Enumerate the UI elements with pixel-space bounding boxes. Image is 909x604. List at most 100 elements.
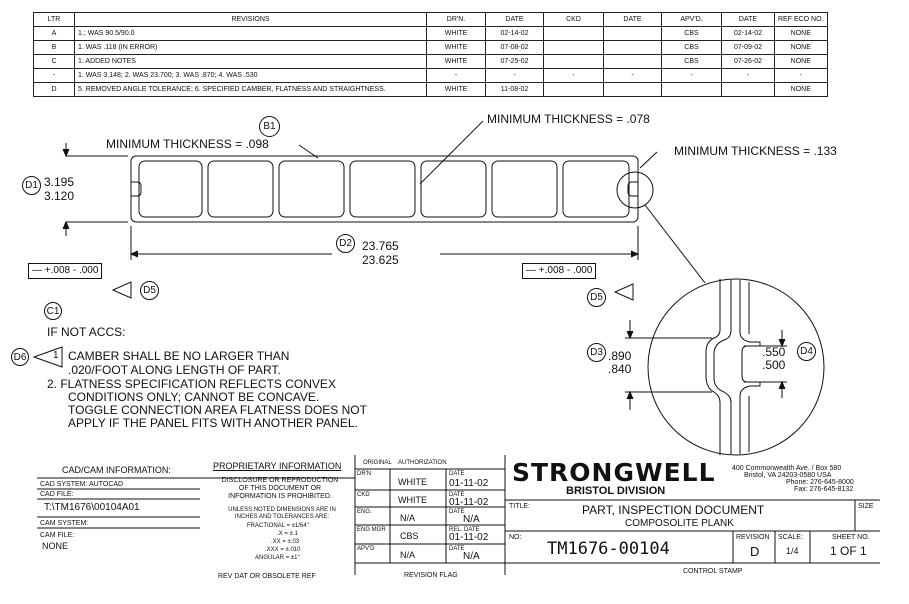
cadcam-header: CAD/CAM INFORMATION: xyxy=(62,465,171,475)
balloon-b1-text: B1 xyxy=(263,121,276,132)
date-label-3: DATE xyxy=(449,509,465,515)
detail-leader xyxy=(644,204,706,284)
date-label-5: DATE xyxy=(449,546,465,552)
balloon-d4: D4 xyxy=(797,342,816,361)
width-min-label: 23.625 xyxy=(362,253,399,267)
tolerance-xx: .XX = ±.03 xyxy=(271,539,300,545)
balloon-d5-left: D5 xyxy=(140,281,159,300)
balloon-b1: B1 xyxy=(259,116,280,137)
detail-circle xyxy=(647,278,825,456)
rev-dat-label: REV DAT OR OBSOLETE REF xyxy=(218,573,316,580)
note-1-number: 1 xyxy=(53,350,59,361)
cam-file-label: CAM FILE: xyxy=(40,532,75,539)
min-thickness-098-label: MINIMUM THICKNESS = .098 xyxy=(106,137,269,151)
eng-label: ENG. xyxy=(357,509,372,515)
flatness-control-frame-left: — +.008 - .000 xyxy=(28,263,103,279)
min-thickness-133-label: MINIMUM THICKNESS = .133 xyxy=(674,144,837,158)
balloon-d1: D1 xyxy=(22,176,41,195)
sheet-label: SHEET NO. xyxy=(832,534,870,541)
authorization-header: AUTHORIZATION xyxy=(398,460,447,466)
ckd-value: WHITE xyxy=(398,495,427,505)
revision-value: D xyxy=(750,544,760,559)
detail-tongue xyxy=(739,280,761,454)
revision-label: REVISION xyxy=(736,534,770,541)
gap-max-label: .890 xyxy=(608,349,632,363)
original-header: ORIGINAL xyxy=(363,460,392,466)
cad-file-value: T:\TM1676\00104A01 xyxy=(44,502,140,513)
date-value-1: 01-11-02 xyxy=(449,478,489,489)
number-label: NO: xyxy=(509,534,522,541)
table-cell: NONE xyxy=(774,82,828,97)
scale-value: 1/4 xyxy=(786,546,799,556)
cad-system: CAD SYSTEM: AUTOCAD xyxy=(40,481,124,488)
ckd-label: CKD xyxy=(357,492,370,498)
height-min-label: 3.120 xyxy=(44,189,75,203)
title-label: TITLE: xyxy=(509,503,531,510)
note-1-line-2: .020/FOOT ALONG LENGTH OF PART. xyxy=(68,363,281,377)
flatness-tol-right: +.008 - .000 xyxy=(538,265,593,276)
right-connector xyxy=(627,181,638,197)
eng-value: N/A xyxy=(400,513,416,523)
date-label-1: DATE xyxy=(449,471,465,477)
table-row: C 1. ADDED NOTES WHITE 07-25-02 CBS 07-2… xyxy=(33,54,828,69)
balloon-d1-text: D1 xyxy=(25,180,38,191)
balloon-d3-text: D3 xyxy=(590,347,603,358)
rel-date-label: REL. DATE xyxy=(449,527,480,533)
revision-header-row: LTR REVISIONS DR'N. DATE CKD DATE APV'D.… xyxy=(33,12,828,27)
balloon-d5-left-text: D5 xyxy=(143,285,156,296)
drn-value: WHITE xyxy=(398,477,427,487)
company-logo: STRONGWELL xyxy=(512,458,716,487)
date-value-3: N/A xyxy=(463,514,480,525)
address-line-2: Bristol, VA 24203-0580 USA xyxy=(744,472,832,479)
note-2-line-4: APPLY IF THE PANEL FITS WITH ANOTHER PAN… xyxy=(68,416,358,430)
tolerance-x: .X = ±.1 xyxy=(277,531,298,537)
tongue-max-label: .550 xyxy=(762,345,786,359)
detail-wall-left xyxy=(705,279,721,455)
tongue-min-label: .500 xyxy=(762,358,786,372)
revision-table: LTR REVISIONS DR'N. DATE CKD DATE APV'D.… xyxy=(33,12,828,97)
table-cell xyxy=(721,82,775,97)
date-label-2: DATE xyxy=(449,492,465,498)
height-max-label: 3.195 xyxy=(44,175,75,189)
tolerance-angular: ANGULAR = ±1° xyxy=(255,555,300,561)
balloon-c1-text: C1 xyxy=(46,305,60,317)
balloon-d5-right-text: D5 xyxy=(590,292,603,303)
title-line-1: PART, INSPECTION DOCUMENT xyxy=(582,503,765,517)
table-row: D 5. REMOVED ANGLE TOLERANCE; 6. SPECIFI… xyxy=(33,82,828,97)
detail-reference-circle xyxy=(616,171,654,209)
title-line-2: COMPOSOLITE PLANK xyxy=(625,518,734,529)
proprietary-header: PROPRIETARY INFORMATION xyxy=(213,461,342,471)
balloon-c1: C1 xyxy=(44,302,62,320)
proprietary-line-3: INFORMATION IS PROHIBITED. xyxy=(228,493,332,500)
division-label: BRISTOL DIVISION xyxy=(566,485,666,497)
tolerance-line-1: UNLESS NOTED DIMENSIONS ARE IN xyxy=(228,507,336,513)
date-value-4: 01-11-02 xyxy=(449,532,489,543)
scale-label: SCALE: xyxy=(778,534,803,541)
document-number: TM1676-00104 xyxy=(547,539,670,559)
address-line-1: 400 Commonwealth Ave. / Box 580 xyxy=(732,465,842,472)
phone-label: Phone: 276-645-8000 xyxy=(786,479,854,486)
flatness-control-frame-right: — +.008 - .000 xyxy=(522,263,597,279)
tolerance-fractional: FRACTIONAL = ±1/64" xyxy=(247,523,309,529)
notes-header: IF NOT ACCS: xyxy=(47,325,126,339)
cam-file-value: NONE xyxy=(42,541,69,551)
sheet-value: 1 OF 1 xyxy=(830,544,867,558)
control-stamp-label: CONTROL STAMP xyxy=(683,568,743,575)
detail-wall-inner xyxy=(713,280,732,454)
proprietary-line-1: DISCLOSURE OR REPRODUCTION xyxy=(221,477,339,484)
apvd-value: N/A xyxy=(400,550,416,560)
note-2-line-3: TOGGLE CONNECTION AREA FLATNESS DOES NOT xyxy=(68,403,367,417)
triangle-flag-left-icon xyxy=(111,281,132,299)
note-1-line-1: CAMBER SHALL BE NO LARGER THAN xyxy=(68,349,290,363)
balloon-d4-text: D4 xyxy=(800,346,813,357)
size-label: SIZE xyxy=(858,503,874,510)
balloon-d5-right: D5 xyxy=(587,288,606,307)
revision-flag-label: REVISION FLAG xyxy=(404,572,458,579)
gap-min-label: .840 xyxy=(608,362,632,376)
left-connector xyxy=(131,181,142,197)
note-2-line-2: CONDITIONS ONLY; CANNOT BE CONCAVE. xyxy=(68,390,320,404)
note-2-line-1: 2. FLATNESS SPECIFICATION REFLECTS CONVE… xyxy=(47,377,336,391)
engmgr-value: CBS xyxy=(400,531,419,541)
width-max-label: 23.765 xyxy=(362,239,399,253)
